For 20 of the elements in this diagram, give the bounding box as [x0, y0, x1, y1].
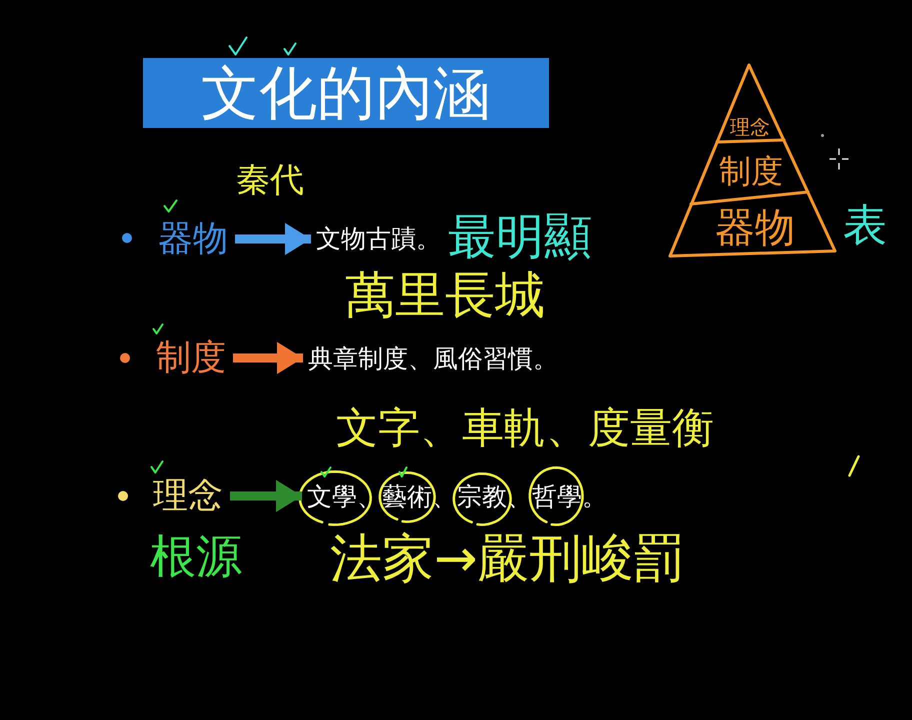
arrow [235, 222, 311, 256]
category-term: 理念 [153, 476, 223, 516]
handwritten-note: 秦代 [236, 162, 304, 200]
title-banner: 文化的內涵 [143, 58, 549, 128]
arrow [230, 480, 302, 512]
pyramid-tier-label: 理念 [730, 116, 770, 138]
category-term: 器物 [158, 220, 228, 258]
description-text: 文物古蹟。 [316, 225, 441, 253]
description-text: 典章制度、風俗習慣。 [308, 345, 558, 373]
pyramid-tier-label: 器物 [715, 206, 795, 250]
description-text: 文學、藝術、宗教、哲學。 [307, 483, 607, 511]
category-term: 制度 [156, 338, 226, 378]
handwritten-note: 根源 [150, 530, 242, 582]
handwritten-note: 文字、車軌、度量衡 [336, 404, 714, 452]
handwritten-note: 表 [843, 202, 887, 250]
pyramid-tier-label: 制度 [719, 154, 783, 190]
arrow [233, 342, 303, 374]
handwritten-note: 最明顯 [448, 210, 592, 264]
handwritten-note: 法家→嚴刑峻罰 [330, 531, 686, 589]
handwritten-note: 萬里長城 [345, 268, 545, 322]
